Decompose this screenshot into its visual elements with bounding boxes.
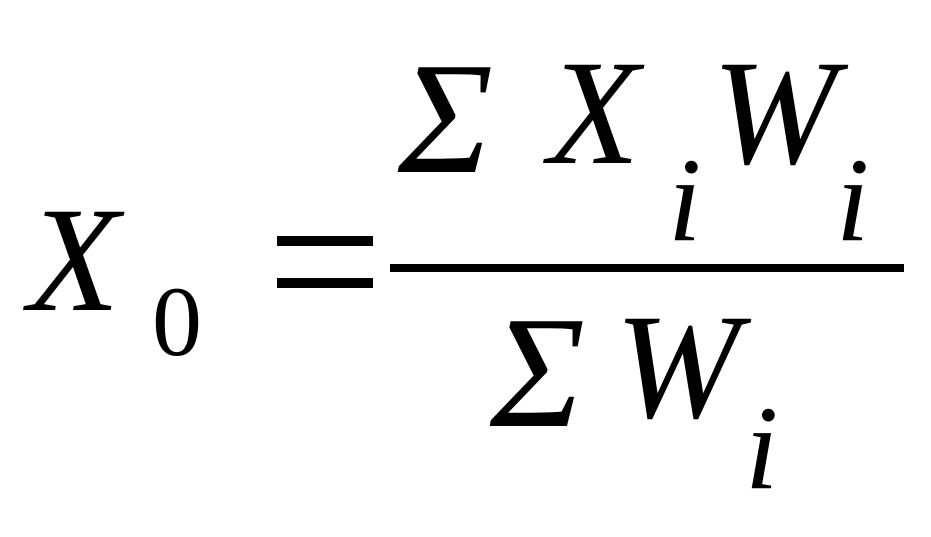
numerator-term1-subscript: i	[668, 133, 702, 266]
denominator-sum-symbol: Σ	[490, 283, 586, 461]
numerator-sum-symbol: Σ	[398, 29, 494, 207]
equals-sign: =	[0, 0, 1, 1]
denominator-term-subscript: i	[745, 381, 779, 514]
lhs-variable: X	[28, 177, 120, 343]
equals-sign-bottom-bar	[277, 278, 373, 288]
denominator-term: W	[615, 284, 740, 450]
equals-sign-top-bar	[277, 236, 373, 246]
fraction-bar	[390, 264, 904, 272]
lhs-subscript: 0	[152, 266, 202, 377]
numerator-term2: W	[712, 30, 837, 196]
numerator-term1: X	[548, 30, 640, 196]
numerator-term2-subscript: i	[836, 133, 870, 266]
